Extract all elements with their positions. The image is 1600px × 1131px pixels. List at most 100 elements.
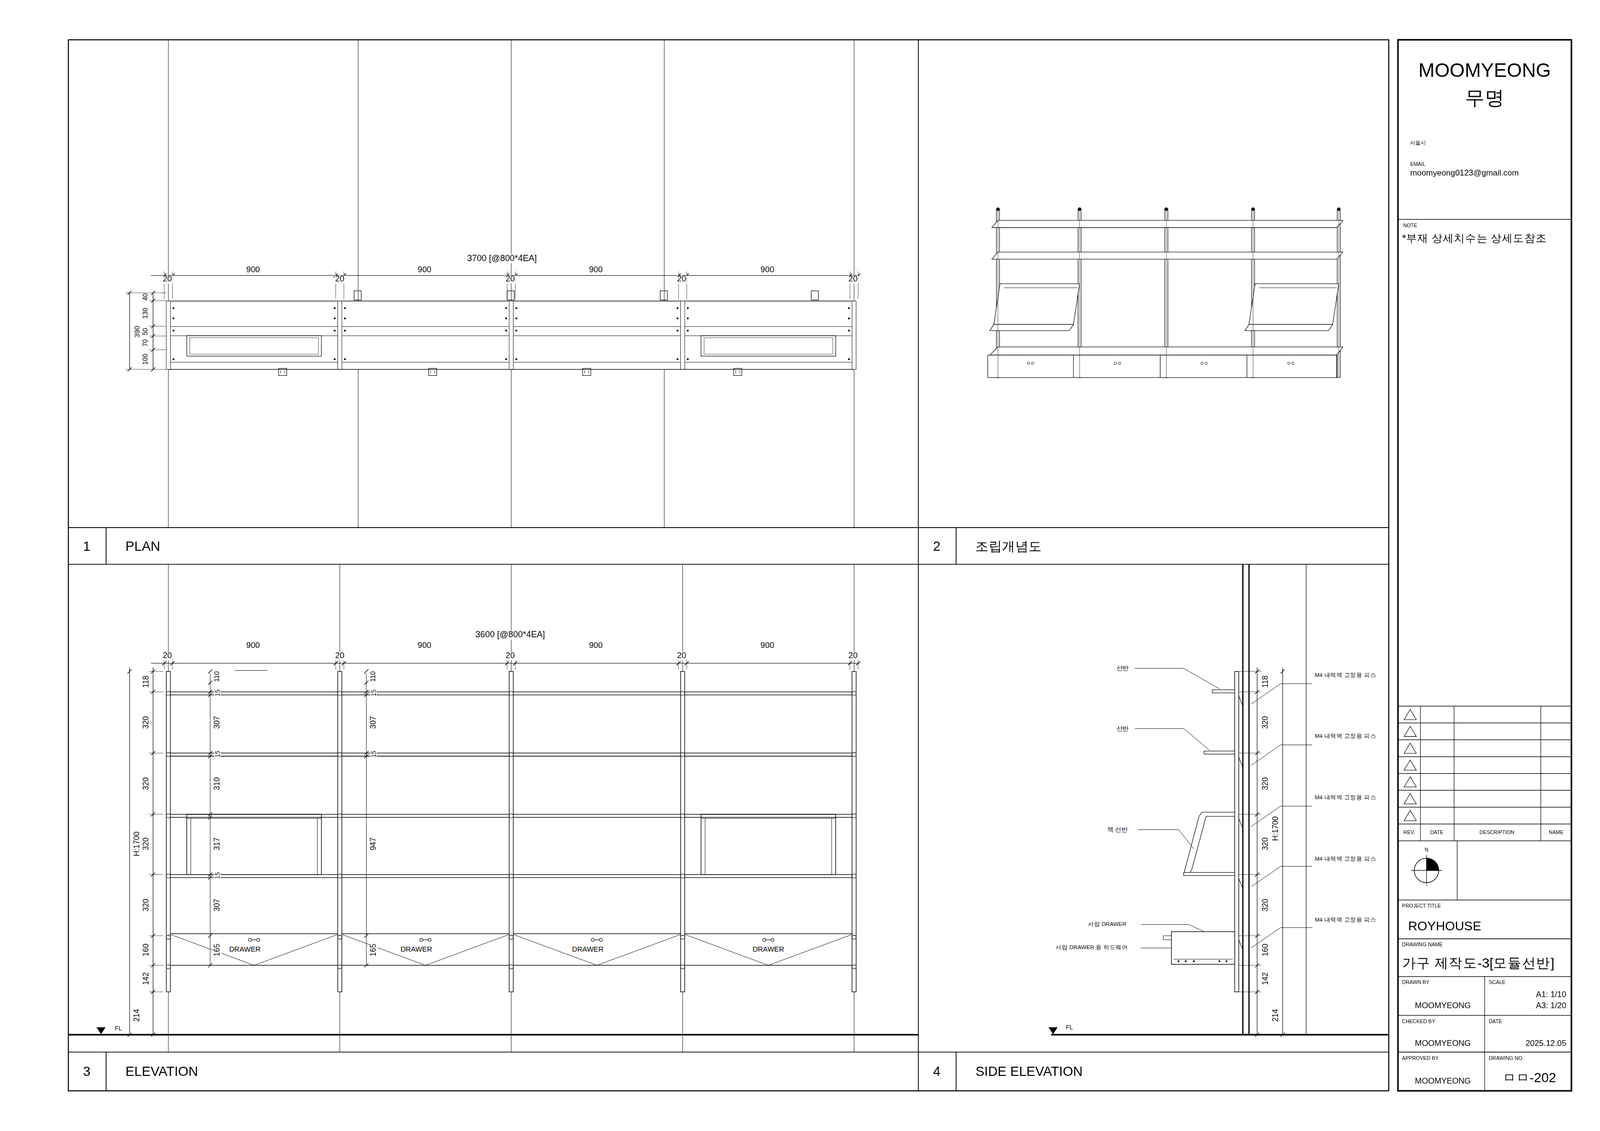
dimension-tick xyxy=(1280,669,1285,674)
post-joint xyxy=(680,873,685,878)
cell-text: *부재 상세치수는 상세도참조 xyxy=(1402,232,1548,244)
concept-book-shelf xyxy=(993,283,1080,325)
drawer-knob xyxy=(251,939,257,940)
dimension-line xyxy=(209,673,211,966)
screw-dot xyxy=(172,358,175,360)
title-block-line xyxy=(1397,739,1572,740)
north-symbol xyxy=(1426,858,1439,871)
book-shelf xyxy=(186,814,322,875)
drawer-knob xyxy=(762,938,766,941)
side-shelf xyxy=(1183,872,1235,876)
concept-knob xyxy=(1114,362,1117,365)
cell-heading: NOTE xyxy=(1403,222,1418,229)
company-box: MOOMYEONG무명서울시EMAILmoomyeong0123@gmail.c… xyxy=(1397,39,1572,220)
dimension-text: 15 xyxy=(370,749,377,758)
side-drawer xyxy=(1171,931,1235,965)
dimension-text: 20 xyxy=(334,652,345,661)
view-caption: 2조립개념도 xyxy=(918,527,1389,565)
revision-triangle xyxy=(1404,760,1417,771)
title-block-line xyxy=(1397,840,1572,841)
concept-knob xyxy=(1204,362,1208,365)
dimension-text: 110 xyxy=(370,670,378,683)
fixing-note: M4 내력벽 고정용 피스 xyxy=(1314,917,1377,924)
screw-dot xyxy=(172,307,175,309)
leader-line xyxy=(1250,806,1313,827)
dimension-tick xyxy=(208,815,213,820)
screw-dot xyxy=(848,358,850,360)
dimension-text: 900 xyxy=(417,266,432,275)
title-cell: DRAWING NAME가구 제작도-3[모듈선반] xyxy=(1397,939,1572,977)
extension-line xyxy=(148,874,164,875)
dimension-text: 947 xyxy=(369,836,378,852)
cell-text: PLAN xyxy=(125,539,161,553)
note-box: NOTE *부재 상세치수는 상세도참조 xyxy=(1397,219,1572,707)
post-joint xyxy=(851,873,856,878)
post-joint xyxy=(680,752,685,757)
extension-line xyxy=(1238,752,1262,754)
drawing-line xyxy=(588,370,589,374)
leader-line xyxy=(1134,668,1220,689)
cell-text: 가구 제작도-3[모듈선반] xyxy=(1402,956,1555,970)
fixing-note: M4 내력벽 고정용 피스 xyxy=(1314,672,1377,679)
view-caption: 1PLAN xyxy=(68,527,919,565)
extension-line xyxy=(1238,965,1262,966)
dimension-tick xyxy=(208,875,213,880)
plan-post xyxy=(851,301,856,370)
plan-post xyxy=(509,301,514,370)
extension-line xyxy=(148,691,164,692)
concept-book-shelf xyxy=(1259,287,1337,289)
title-cell: CHECKED BYMOOMYEONG xyxy=(1397,1015,1485,1053)
screw-dot xyxy=(334,358,336,360)
title-cell: SCALEA1: 1/10A3: 1/20 xyxy=(1484,976,1572,1016)
extension-line xyxy=(148,292,167,294)
concept-book-shelf xyxy=(1248,283,1339,325)
extension-line xyxy=(1238,814,1262,815)
dimension-line xyxy=(1282,667,1283,1035)
screw-dot xyxy=(687,358,689,360)
dimension-tick xyxy=(208,933,213,938)
book-shelf xyxy=(317,818,318,875)
dimension-line xyxy=(366,673,367,966)
screw-dot xyxy=(676,307,679,309)
dimension-text: 110 xyxy=(214,670,221,683)
cell-text: MOOMYEONG xyxy=(1414,1077,1471,1087)
post-joint xyxy=(509,935,514,940)
drawer-handle xyxy=(1163,935,1172,940)
post-joint xyxy=(680,935,685,940)
extension-line xyxy=(163,659,165,670)
title-block-line xyxy=(1397,790,1572,791)
cell-heading: CHECKED BY xyxy=(1402,1018,1436,1025)
concept-knob xyxy=(1031,362,1034,365)
post-joint xyxy=(851,691,856,696)
title-block-line xyxy=(1397,823,1572,824)
dimension-text: 118 xyxy=(1261,675,1270,689)
caption-cell-line xyxy=(105,1052,107,1091)
post-joint xyxy=(680,964,685,969)
revision-triangle xyxy=(1404,743,1417,754)
extension-line xyxy=(857,659,859,670)
dimension-text: 214 xyxy=(1271,1008,1280,1023)
upright-post xyxy=(337,671,342,993)
dimension-text: 20 xyxy=(505,652,516,661)
drawer-front xyxy=(682,933,855,966)
slide-screw xyxy=(1192,960,1195,962)
wall-line xyxy=(1242,564,1244,1035)
table-header: DESCRIPTION xyxy=(1479,830,1515,836)
screw-dot xyxy=(505,317,507,320)
wall-bracket xyxy=(660,290,668,300)
cell-heading: MOOMYEONG xyxy=(1418,60,1552,81)
cell-text: ㅁㅁ-202 xyxy=(1502,1071,1556,1085)
dimension-tick xyxy=(208,754,213,759)
dimension-tick xyxy=(364,669,368,674)
cell-text: 조립개념도 xyxy=(975,539,1042,553)
cell-heading: PROJECT TITLE xyxy=(1402,903,1442,910)
drawing-line xyxy=(434,370,436,374)
screw-dot xyxy=(334,307,336,309)
wall-bracket xyxy=(1238,757,1243,768)
concept-drawer-divider xyxy=(1073,354,1074,378)
dimension-text: 20 xyxy=(676,652,687,661)
dimension-text: 3600 [@800*4EA] xyxy=(474,630,546,640)
extension-line xyxy=(1238,671,1262,672)
extension-line xyxy=(125,368,150,370)
screw-dot xyxy=(344,329,346,332)
